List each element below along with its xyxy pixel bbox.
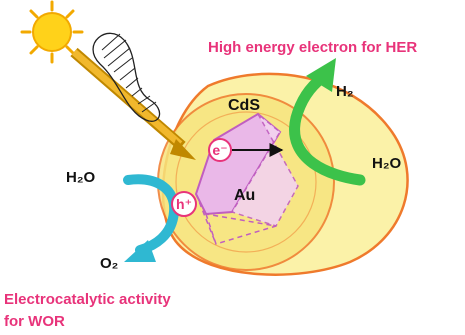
h2-product-label: H₂	[336, 83, 354, 100]
hole-marker: h⁺	[171, 191, 197, 217]
h2o-right-label: H₂O	[372, 155, 401, 172]
electron-label: e⁻	[212, 142, 227, 158]
sun-icon	[20, 0, 84, 64]
cds-label: CdS	[228, 97, 260, 114]
au-label: Au	[234, 187, 255, 204]
o2-product-label: O₂	[100, 255, 118, 272]
electron-marker: e⁻	[208, 138, 232, 162]
h2o-left-label: H₂O	[66, 169, 95, 186]
light-wave-icon	[92, 32, 161, 122]
light-beam	[70, 47, 196, 160]
hole-label: h⁺	[176, 196, 192, 212]
wor-caption-line1: Electrocatalytic activity	[4, 291, 171, 308]
green-arrow-her	[289, 58, 366, 186]
her-caption: High energy electron for HER	[208, 39, 417, 56]
wor-caption-line2: for WOR	[4, 313, 65, 330]
